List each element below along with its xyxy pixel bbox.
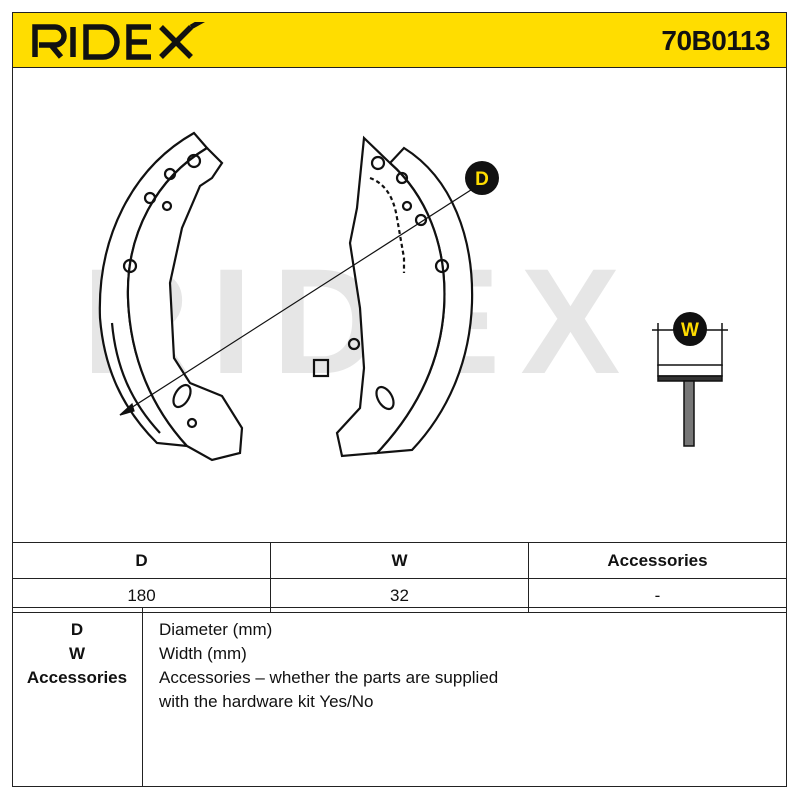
part-code: 70B0113 bbox=[661, 25, 770, 56]
brake-shoe-drawing: RIDEX D bbox=[82, 131, 728, 462]
header-d: D bbox=[12, 542, 271, 579]
legend-keys: D W Accessories bbox=[12, 608, 143, 787]
header-w: W bbox=[270, 542, 529, 579]
legend-key-accessories: Accessories bbox=[26, 668, 128, 687]
legend-key-d: D bbox=[70, 620, 84, 639]
page-frame bbox=[12, 12, 787, 787]
legend-line-accessories: Accessories – whether the parts are supp… bbox=[159, 668, 499, 687]
w-marker: W bbox=[673, 312, 707, 346]
ridex-logo bbox=[32, 22, 205, 60]
legend-line-accessories-cont: with the hardware kit Yes/No bbox=[159, 692, 374, 711]
right-brake-shoe bbox=[312, 135, 474, 458]
legend-descriptions: Diameter (mm) Width (mm) Accessories – w… bbox=[159, 618, 759, 714]
w-label: W bbox=[681, 320, 699, 341]
header-accessories: Accessories bbox=[528, 542, 787, 579]
d-marker: D bbox=[465, 161, 499, 195]
spec-table: D W Accessories 180 32 - bbox=[12, 542, 787, 613]
header-bar: 70B0113 bbox=[12, 12, 787, 68]
diameter-dimension bbox=[119, 187, 475, 416]
spec-header-row: D W Accessories bbox=[12, 542, 787, 579]
width-cross-section bbox=[652, 323, 728, 447]
d-label: D bbox=[475, 169, 489, 190]
legend-line-width: Width (mm) bbox=[159, 644, 247, 663]
left-brake-shoe bbox=[98, 131, 244, 462]
legend-line-diameter: Diameter (mm) bbox=[159, 620, 273, 639]
legend-key-w: W bbox=[68, 644, 86, 663]
legend: D W Accessories Diameter (mm) Width (mm)… bbox=[12, 607, 787, 787]
